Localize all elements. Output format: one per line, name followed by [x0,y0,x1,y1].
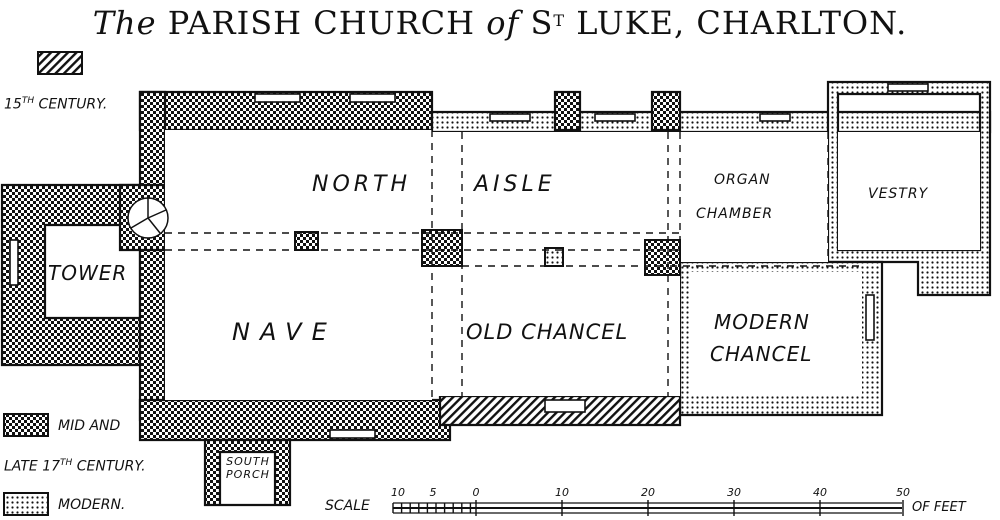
scale-tick-label: 10 [391,486,405,499]
label-old-chancel: OLD CHANCEL [466,320,629,344]
scale-bar [392,500,904,516]
windows [9,83,929,439]
label-tower: TOWER [48,261,128,285]
label-south-porch: SOUTH PORCH [221,455,275,481]
legend-swatch-15th [37,51,83,75]
label-modern: MODERN [714,310,810,334]
legend-swatch-modern [3,492,49,516]
scale-label: SCALE [325,498,370,514]
label-vestry: VESTRY [868,186,929,202]
scale-tick-label: 40 [813,486,827,499]
legend-mid-and: MID AND [58,418,121,434]
label-aisle: AISLE [474,172,556,197]
page-title: The PARISH CHURCH of ST LUKE, CHARLTON. [0,0,1000,48]
spiral-stair [127,197,169,239]
legend-modern: MODERN. [58,497,126,513]
scale-unit: OF FEET [912,500,966,515]
scale-tick-label: 30 [727,486,741,499]
legend-swatch-17th [3,413,49,437]
scale-tick-label: 0 [472,486,480,499]
label-north: NORTH [312,172,412,197]
title-main: PARISH CHURCH [167,4,476,42]
title-of: of [486,4,520,42]
scale-tick-label: 5 [429,486,437,499]
label-nave: NAVE [232,318,337,346]
scale-tick-label: 10 [555,486,569,499]
scale-tick-label: 20 [641,486,655,499]
legend-15th: 15TH CENTURY. [4,96,108,113]
label-chamber: CHAMBER [696,206,774,222]
label-porch: PORCH [226,468,270,481]
title-name: LUKE, CHARLTON. [576,4,908,42]
label-chancel: CHANCEL [710,342,813,366]
title-saint-sup: T [553,11,566,30]
room-interiors [165,130,980,400]
scale-tick-label: 50 [896,486,910,499]
title-the: The [92,4,157,42]
label-organ: ORGAN [714,172,771,188]
legend-late-17th: LATE 17TH CENTURY. [4,458,146,475]
dashed-lines [139,130,860,400]
title-saint: S [530,4,554,42]
label-south: SOUTH [226,455,270,468]
